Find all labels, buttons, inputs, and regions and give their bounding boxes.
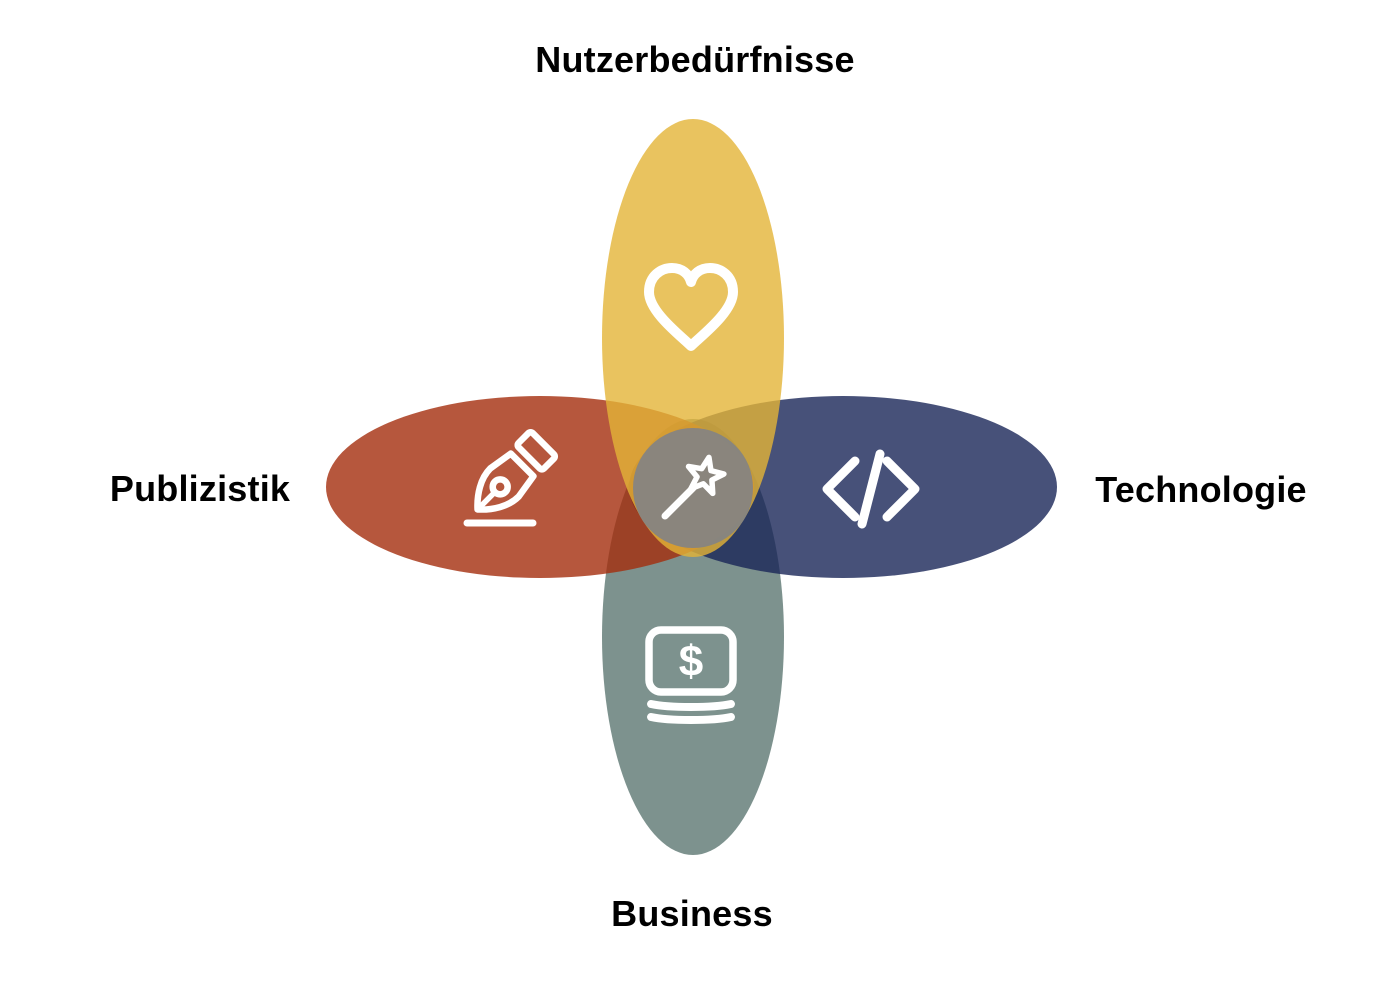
dollar-sign: $ xyxy=(679,637,703,686)
label-nutzerbeduerfnisse: Nutzerbedürfnisse xyxy=(535,39,855,80)
label-business: Business xyxy=(611,893,773,934)
money-stack-icon: $ xyxy=(645,626,737,724)
heart-icon xyxy=(644,263,738,351)
magic-wand-icon xyxy=(661,454,727,520)
code-icon xyxy=(822,449,920,529)
label-publizistik: Publizistik xyxy=(109,468,291,509)
label-technologie: Technologie xyxy=(1095,469,1307,510)
pen-nib-icon xyxy=(463,428,559,527)
